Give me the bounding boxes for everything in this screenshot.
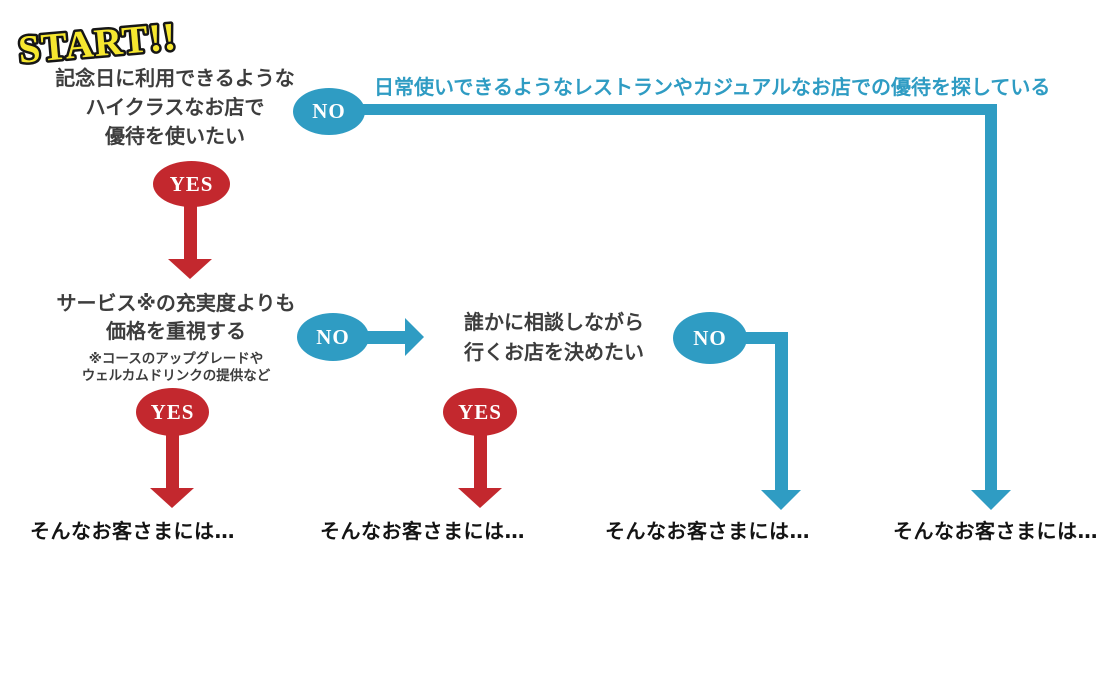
no3-branch-vertical-line	[775, 332, 788, 490]
no-badge-label: NO	[316, 324, 350, 349]
decision-note-line: ウェルカムドリンクの提供など	[81, 368, 271, 384]
no2-arrow-line	[362, 331, 405, 344]
yes-badge-label: YES	[458, 399, 502, 424]
outcome-label-2: そんなお客さまには…	[320, 519, 525, 543]
start-badge: START!!	[14, 13, 181, 75]
decision-text-line: 価格を重視する	[106, 319, 246, 343]
yes-badge-1: YES	[153, 161, 230, 207]
decision-text-line: 記念日に利用できるような	[55, 66, 295, 90]
yes2-arrowhead-icon	[150, 488, 194, 508]
no-badge-2: NO	[297, 313, 369, 361]
yes-badge-label: YES	[169, 171, 214, 196]
start-label: START!!	[17, 15, 179, 72]
decision-box-price-over-service: サービス※の充実度よりも 価格を重視する ※コースのアップグレードや ウェルカム…	[40, 278, 312, 396]
decision-box-highclass: 記念日に利用できるような ハイクラスなお店で 優待を使いたい	[40, 45, 310, 170]
yes1-arrow-line	[184, 205, 197, 262]
yes2-arrow-line	[166, 433, 179, 490]
no2-arrowhead-icon	[405, 318, 424, 356]
no-badge-label: NO	[693, 325, 727, 350]
no1-branch-vertical-line	[985, 104, 997, 490]
yes3-arrowhead-icon	[458, 488, 502, 508]
outcome-label-3: そんなお客さまには…	[605, 519, 810, 543]
decision-text-line: 行くお店を決めたい	[464, 339, 644, 364]
no1-branch-horizontal-line	[352, 104, 997, 115]
decision-text-line: サービス※の充実度よりも	[56, 291, 296, 315]
yes1-arrowhead-icon	[168, 259, 212, 279]
yes3-arrow-line	[474, 433, 487, 490]
no1-branch-caption: 日常使いできるようなレストランやカジュアルなお店での優待を探している	[374, 75, 1051, 99]
no3-branch-arrowhead-icon	[761, 490, 801, 510]
decision-note-line: ※コースのアップグレードや	[88, 351, 264, 367]
yes-badge-label: YES	[150, 399, 195, 424]
outcome-label-4: そんなお客さまには…	[893, 519, 1098, 543]
no-badge-3: NO	[673, 312, 747, 364]
no-badge-label: NO	[312, 99, 346, 123]
no1-branch-arrowhead-icon	[971, 490, 1011, 510]
yes-badge-3: YES	[443, 388, 517, 436]
decision-text-line: 優待を使いたい	[105, 124, 245, 148]
decision-text-line: 誰かに相談しながら	[464, 309, 644, 334]
decision-box-consult: 誰かに相談しながら 行くお店を決めたい	[420, 278, 688, 395]
decision-text-line: ハイクラスなお店で	[85, 95, 265, 119]
no-badge-1: NO	[293, 88, 365, 135]
yes-badge-2: YES	[136, 388, 209, 436]
outcome-label-1: そんなお客さまには…	[30, 519, 235, 543]
